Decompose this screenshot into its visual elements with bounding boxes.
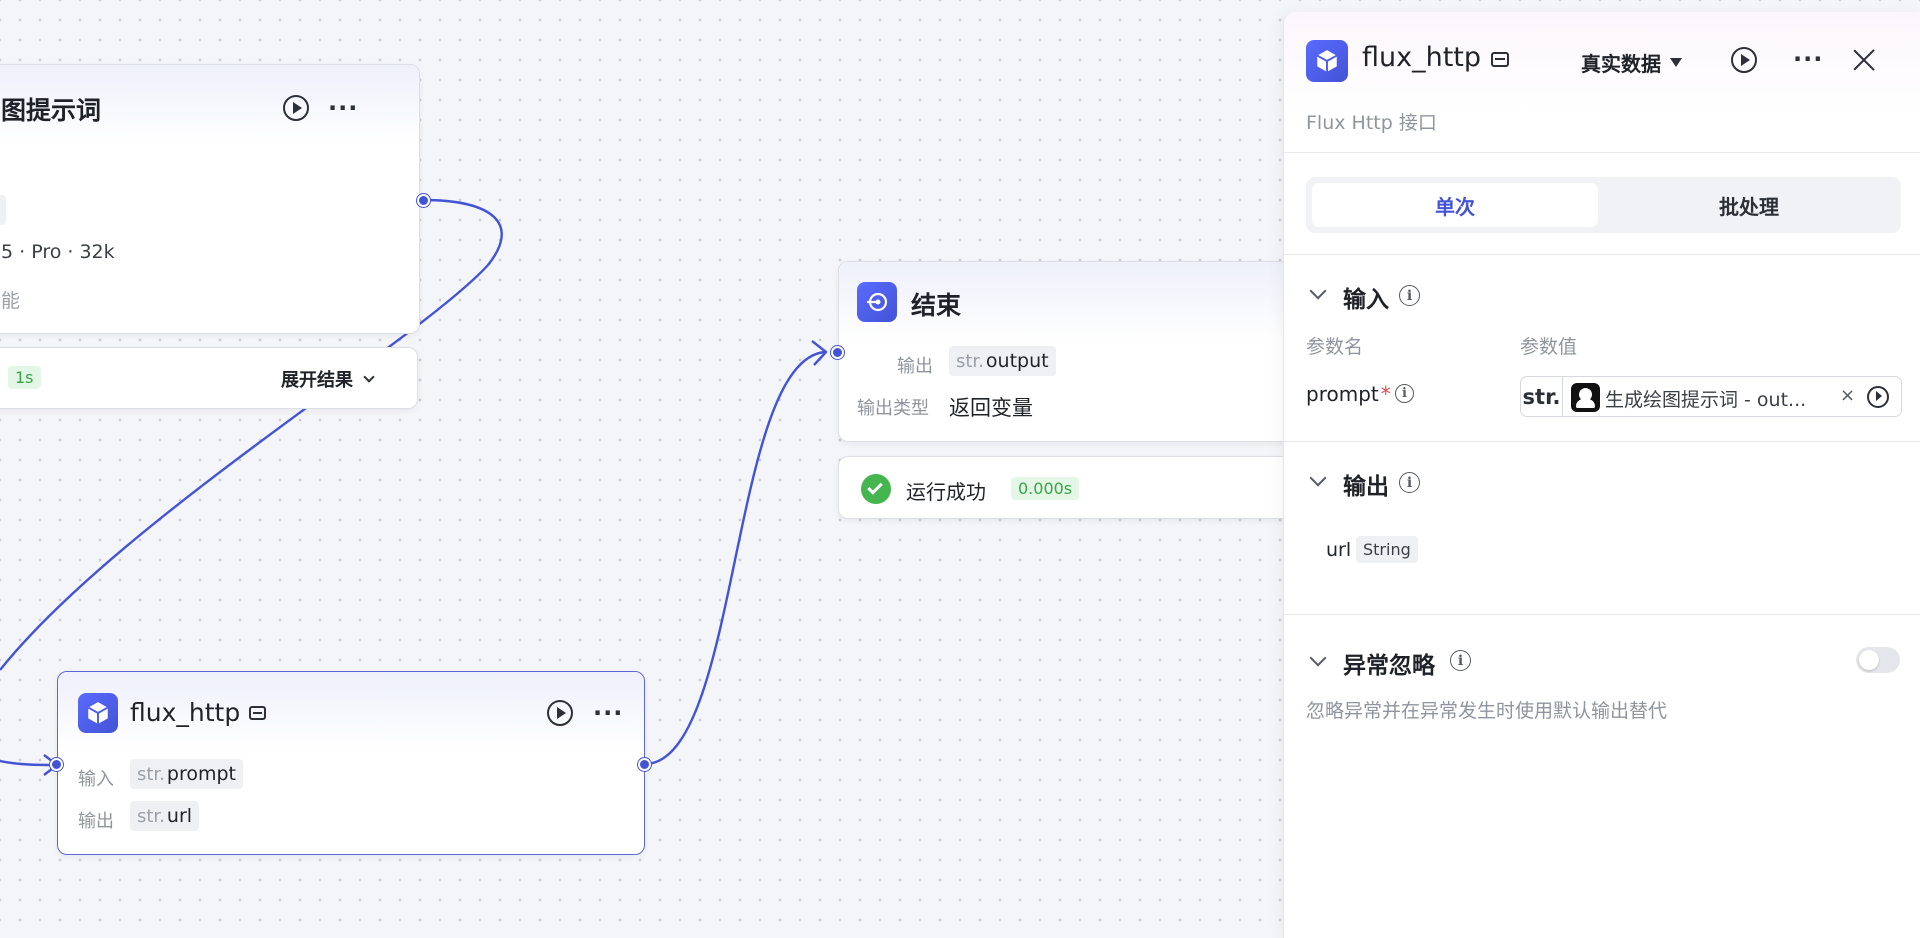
- expand-result-label: 展开结果: [281, 370, 353, 391]
- panel-run-button[interactable]: [1731, 47, 1757, 73]
- flux-input-value: prompt: [166, 763, 237, 785]
- panel-cube-icon-box: [1306, 40, 1348, 82]
- close-icon[interactable]: [1852, 48, 1876, 72]
- node-config-panel: flux_http 真实数据 ··· Flux Http 接口 单次 批处理 输…: [1283, 12, 1920, 938]
- col-param-name: 参数名: [1306, 336, 1364, 358]
- divider-tabs: [1284, 254, 1920, 255]
- end-output-tag: str. output: [949, 346, 1056, 376]
- param-info-icon[interactable]: i: [1395, 384, 1414, 403]
- llm-node-model: 5 · Pro · 32k: [1, 241, 115, 263]
- data-mode-dropdown[interactable]: 真实数据: [1581, 48, 1682, 77]
- required-mark: *: [1380, 382, 1391, 406]
- variable-picker-icon[interactable]: [1867, 386, 1889, 408]
- divider-output: [1284, 614, 1920, 615]
- flux-input-prefix: str.: [137, 763, 165, 785]
- col-param-value: 参数值: [1520, 336, 1578, 358]
- input-section-toggle[interactable]: [1309, 282, 1327, 300]
- package-icon: [1491, 52, 1509, 67]
- tab-batch[interactable]: 批处理: [1604, 183, 1894, 227]
- flux-node-input-port[interactable]: [50, 758, 63, 771]
- llm-node-title: 图提示词: [1, 96, 102, 125]
- divider-header: [1284, 152, 1920, 153]
- edge-into-flux[interactable]: [0, 759, 57, 767]
- flux-node-run-button[interactable]: [547, 700, 573, 726]
- success-check-icon: [861, 474, 891, 504]
- flux-output-value: url: [166, 805, 193, 827]
- param-type-prefix[interactable]: str.: [1521, 377, 1563, 416]
- end-node-header: [839, 262, 1283, 340]
- llm-node-header: [0, 65, 419, 143]
- flux-node-title: flux_http: [130, 698, 241, 727]
- llm-result-bar[interactable]: 1s 展开结果: [0, 347, 418, 409]
- exit-icon: [867, 292, 888, 312]
- panel-subtitle: Flux Http 接口: [1306, 112, 1437, 134]
- panel-header-bg: [1284, 12, 1920, 152]
- flux-output-label: 输出: [78, 811, 114, 832]
- flux-output-tag: str. url: [130, 801, 200, 831]
- end-output-label: 输出: [897, 356, 933, 377]
- output-field-name: url: [1326, 539, 1352, 561]
- llm-node-output-port[interactable]: [417, 194, 430, 207]
- llm-node-model-chip: [0, 195, 6, 225]
- cube-icon: [1316, 50, 1338, 72]
- end-output-prefix: str.: [956, 350, 984, 372]
- edge-arrow-end: [811, 340, 828, 366]
- param-prompt-label: prompt: [1306, 382, 1379, 406]
- end-node-icon-box: [857, 282, 897, 322]
- ref-avatar-icon: [1571, 383, 1600, 412]
- package-icon: [249, 706, 266, 720]
- data-mode-label: 真实数据: [1581, 52, 1661, 76]
- panel-more-button[interactable]: ···: [1793, 45, 1824, 73]
- end-status-time: 0.000s: [1011, 477, 1080, 500]
- end-status-text: 运行成功: [906, 480, 986, 504]
- ignore-section-toggle[interactable]: [1309, 649, 1327, 667]
- clear-icon[interactable]: ×: [1840, 385, 1856, 406]
- ignore-section-title: 异常忽略: [1343, 653, 1435, 679]
- flux-node-more-button[interactable]: ···: [593, 699, 624, 727]
- flux-input-label: 输入: [78, 769, 114, 790]
- llm-node-run-button[interactable]: [283, 95, 309, 121]
- ignore-description: 忽略异常并在异常发生时使用默认输出替代: [1306, 700, 1668, 722]
- ignore-toggle[interactable]: [1856, 647, 1900, 673]
- llm-node[interactable]: 图提示词 ··· 5 · Pro · 32k 能: [0, 64, 430, 334]
- output-section-title: 输出: [1343, 474, 1389, 500]
- flux-http-node[interactable]: flux_http ··· 输入 str. prompt 输出 str. url: [50, 671, 651, 855]
- param-prompt-name: prompt *: [1306, 382, 1391, 406]
- llm-node-more-button[interactable]: ···: [328, 94, 359, 122]
- divider-input: [1284, 441, 1920, 442]
- llm-node-note: 能: [1, 290, 21, 312]
- output-section-toggle[interactable]: [1309, 469, 1327, 487]
- tab-batch-label: 批处理: [1719, 194, 1779, 219]
- flux-output-prefix: str.: [137, 805, 165, 827]
- expand-result-button[interactable]: 展开结果: [281, 366, 375, 392]
- param-value-field[interactable]: str. 生成绘图提示词 - out... ×: [1520, 376, 1902, 417]
- end-node-input-port[interactable]: [831, 346, 844, 359]
- param-ref-text: 生成绘图提示词 - out...: [1605, 389, 1807, 411]
- output-info-icon[interactable]: i: [1399, 472, 1420, 493]
- output-field-type: String: [1356, 536, 1418, 563]
- ignore-info-icon[interactable]: i: [1450, 650, 1471, 671]
- input-info-icon[interactable]: i: [1399, 285, 1420, 306]
- flux-node-icon-box: [78, 693, 118, 733]
- end-output-value: output: [985, 350, 1049, 372]
- workflow-canvas[interactable]: 图提示词 ··· 5 · Pro · 32k 能 1s 展开结果 结束 输出 s…: [0, 0, 1283, 938]
- flux-node-header: [58, 672, 644, 750]
- end-status-bar: 运行成功 0.000s: [838, 456, 1283, 519]
- input-section-title: 输入: [1343, 287, 1389, 313]
- flux-input-tag: str. prompt: [130, 759, 244, 789]
- end-node[interactable]: 结束 输出 str. output 输出类型 返回变量: [831, 261, 1283, 442]
- llm-time-badge: 1s: [8, 366, 41, 389]
- panel-title[interactable]: flux_http: [1362, 42, 1482, 73]
- tab-single[interactable]: 单次: [1312, 183, 1598, 227]
- end-node-title: 结束: [911, 291, 962, 320]
- tab-single-label: 单次: [1435, 194, 1475, 219]
- edge-flux-to-end[interactable]: [645, 350, 826, 766]
- end-type-label: 输出类型: [857, 398, 929, 419]
- caret-down-icon: [1670, 58, 1682, 67]
- end-type-value: 返回变量: [949, 396, 1033, 420]
- cube-icon: [87, 702, 109, 724]
- mode-tabs: 单次 批处理: [1306, 177, 1901, 233]
- flux-node-output-port[interactable]: [638, 758, 651, 771]
- chevron-down-icon: [363, 370, 375, 383]
